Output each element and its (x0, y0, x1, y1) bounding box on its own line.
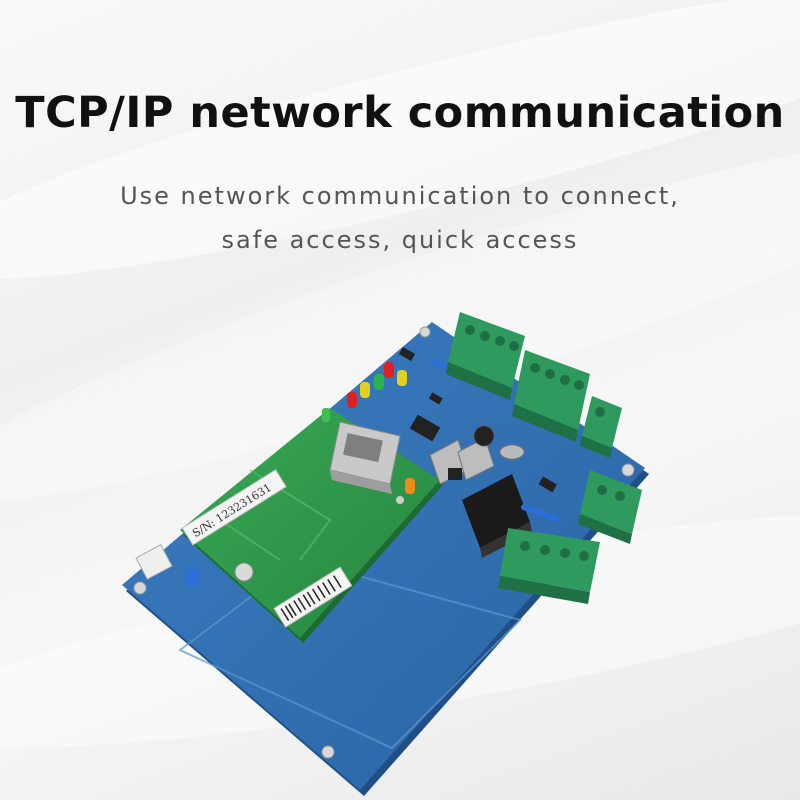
status-leds (322, 362, 415, 494)
description-line-2: safe access, quick access (221, 226, 579, 254)
ethernet-port (329, 421, 401, 494)
terminal-block-3 (580, 396, 622, 458)
description-line-1: Use network communication to connect, (120, 182, 680, 210)
terminal-block-5 (498, 528, 600, 604)
blue-pcb (122, 322, 649, 796)
terminal-block-1 (446, 312, 525, 400)
headline: TCP/IP network communication (15, 88, 785, 138)
terminal-block-4 (578, 470, 642, 544)
chips (398, 347, 557, 493)
terminal-block-2 (512, 350, 590, 442)
terminal-blocks (446, 312, 642, 604)
regulators (429, 437, 495, 485)
barcode-sticker (273, 566, 353, 628)
